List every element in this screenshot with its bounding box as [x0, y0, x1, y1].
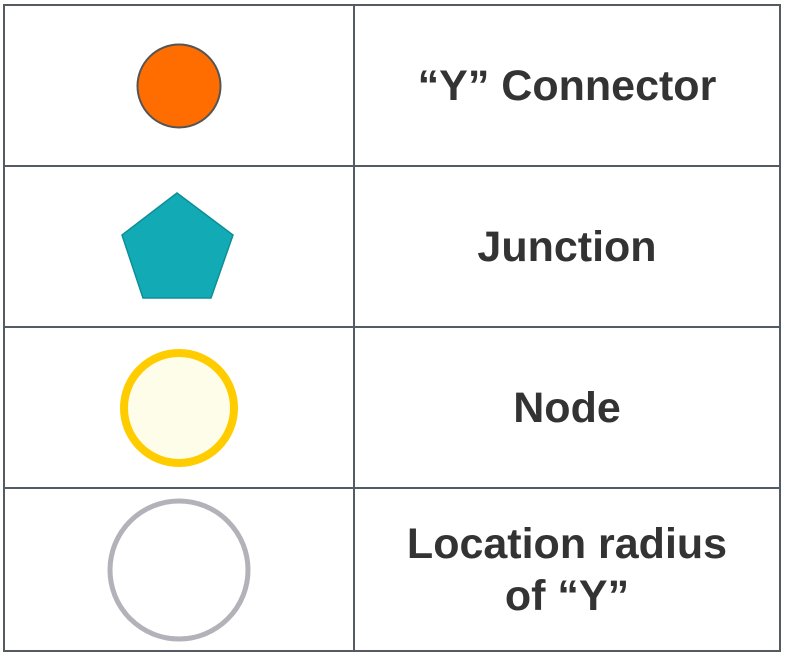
legend-label-node: Node: [513, 383, 621, 432]
symbol-cell-node: [5, 328, 355, 489]
gray-ring-icon: [107, 498, 251, 641]
legend-label-location-radius-line1: Location radius: [406, 519, 728, 568]
yellow-ring-icon: [120, 348, 238, 467]
orange-circle-icon: [136, 43, 222, 128]
teal-pentagon-icon: [121, 191, 234, 299]
label-cell-location-radius: Location radius of “Y”: [355, 489, 779, 650]
label-cell-junction: Junction: [355, 167, 779, 328]
label-cell-node: Node: [355, 328, 779, 489]
symbol-cell-y-connector: [5, 6, 355, 167]
legend-table: “Y” Connector Junction Node Location rad…: [3, 4, 781, 652]
symbol-cell-junction: [5, 167, 355, 328]
legend-label-y-connector: “Y” Connector: [417, 61, 717, 110]
legend-label-junction: Junction: [477, 222, 657, 271]
legend-label-location-radius-line2: of “Y”: [504, 571, 630, 620]
label-cell-y-connector: “Y” Connector: [355, 6, 779, 167]
symbol-cell-location-radius: [5, 489, 355, 650]
